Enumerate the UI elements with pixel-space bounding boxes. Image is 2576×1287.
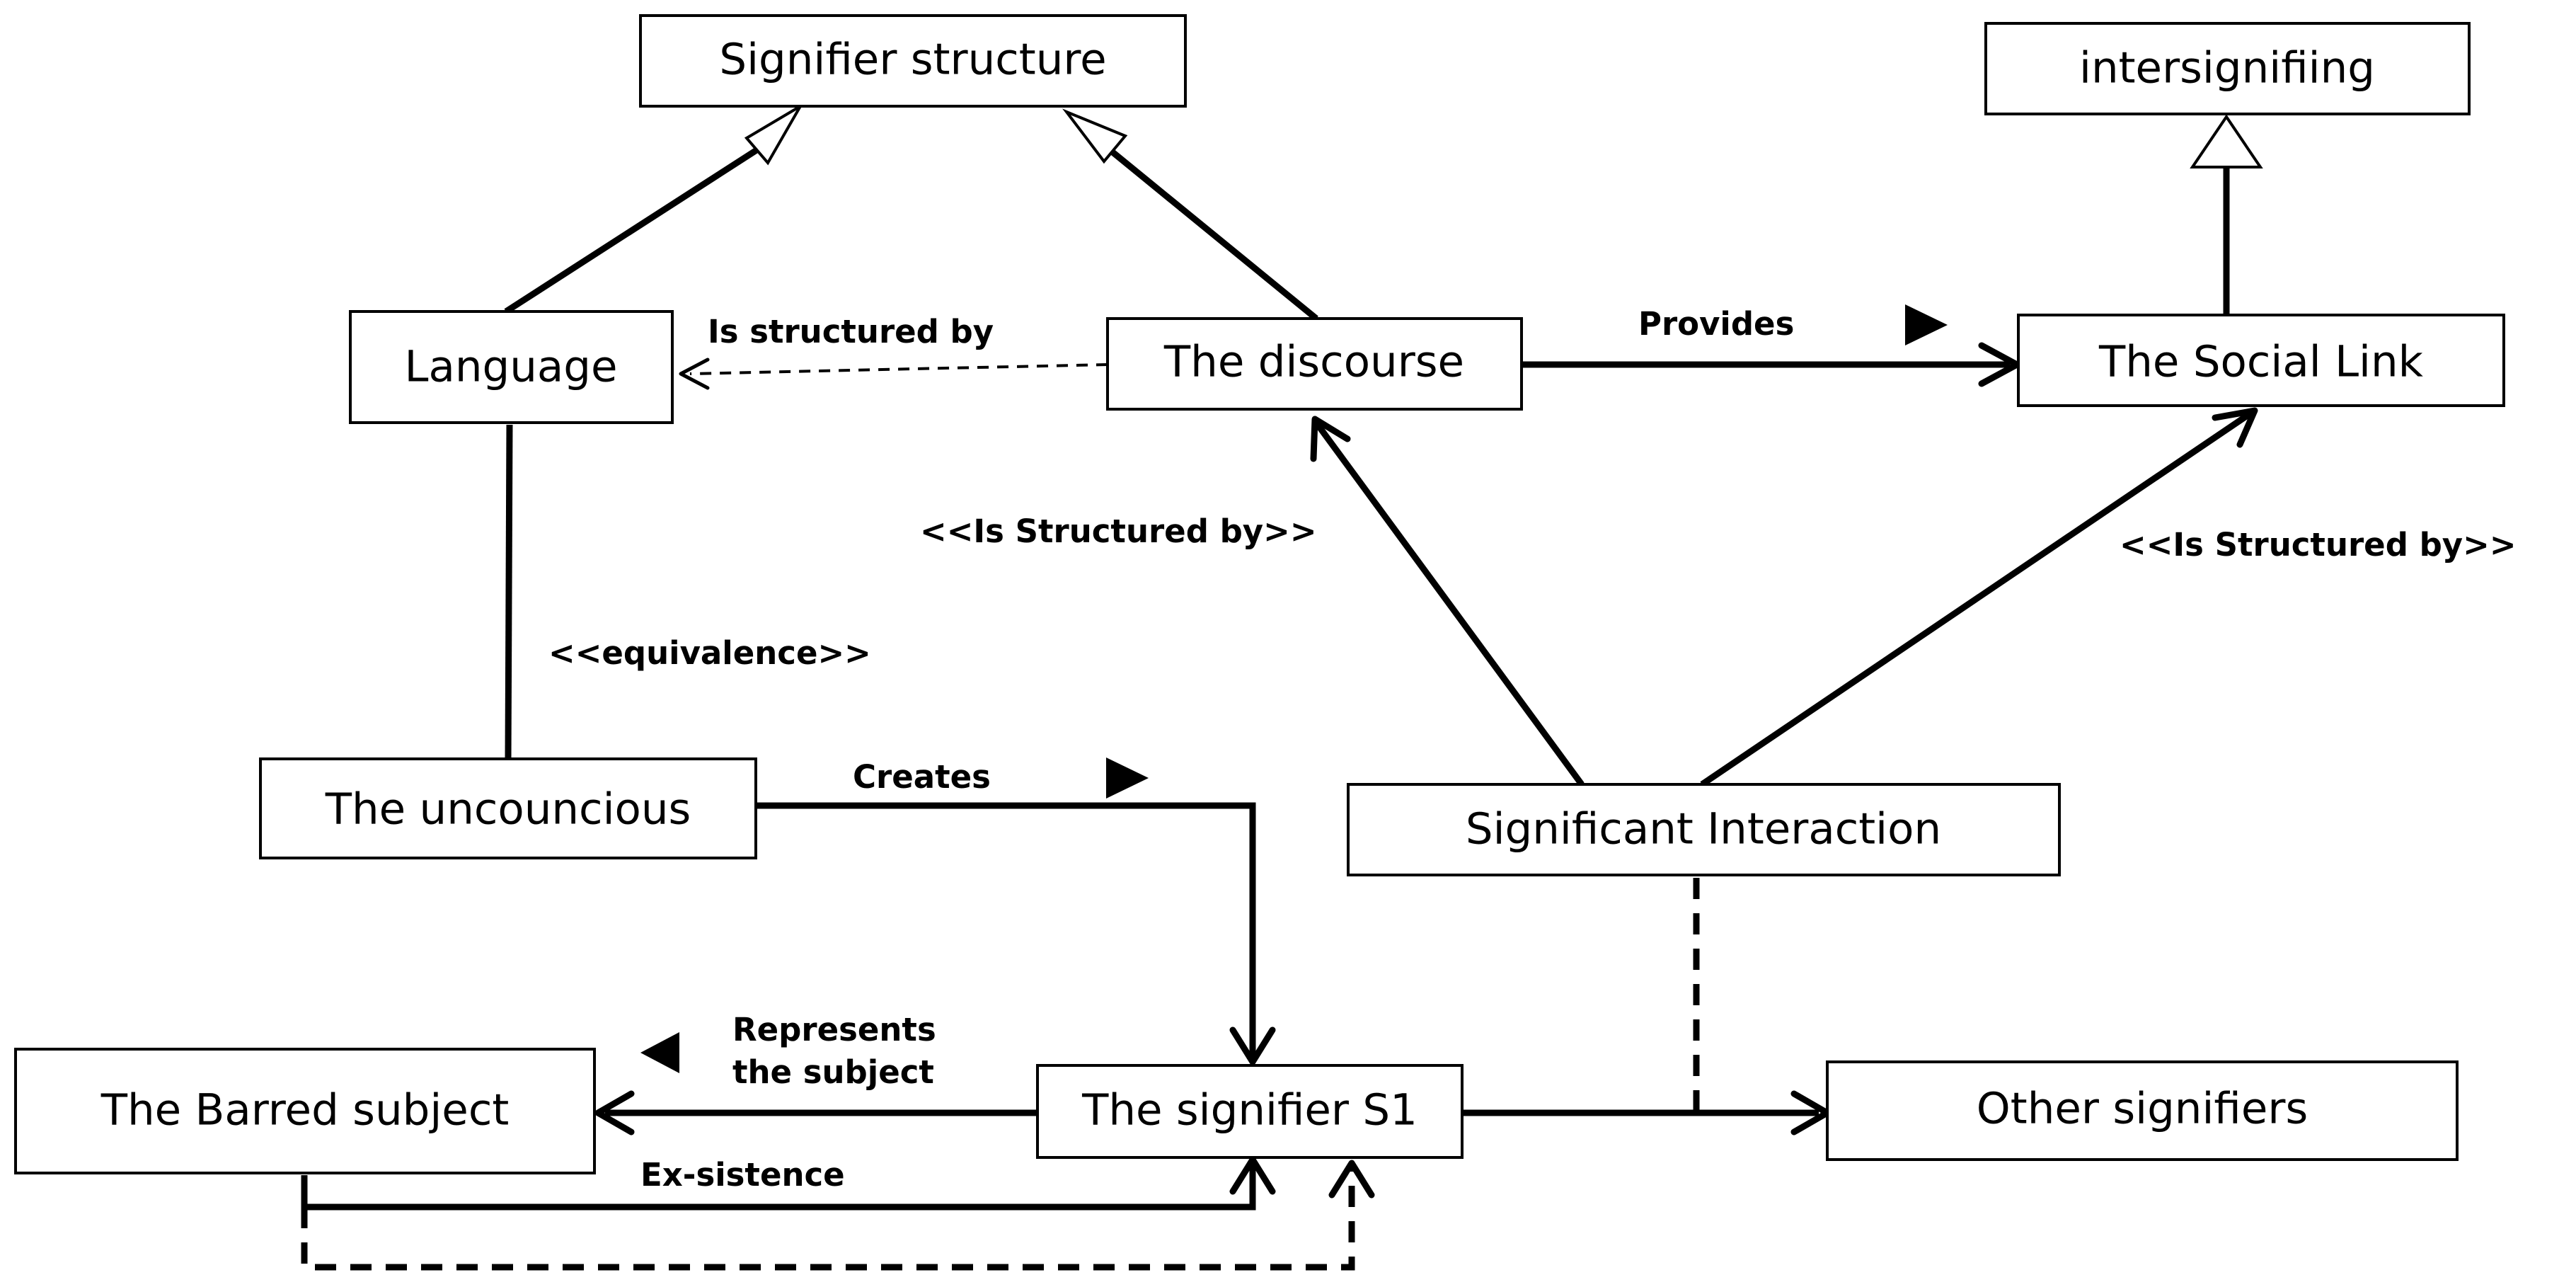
edge-interaction-to-social-link [1700,409,2255,787]
open-arrowhead [2212,407,2258,448]
label-equivalence: <<equivalence>> [548,634,871,672]
direction-triangle-represents [640,1032,679,1073]
edge-discourse-to-signifier-structure [1102,142,1318,321]
node-other-signifiers: Other signifiers [1826,1060,2459,1161]
node-the-signifier-s1: The signifier S1 [1036,1064,1464,1159]
node-label: intersignifiing [2079,43,2375,93]
node-label: Significant Interaction [1466,804,1941,854]
open-arrowhead [1310,416,1351,462]
node-label: Signifier structure [719,35,1106,85]
node-the-social-link: The Social Link [2017,314,2505,407]
node-label: The discourse [1163,337,1464,387]
edge-barred-subject-to-s1 [301,1165,1256,1211]
label-provides: Provides [1638,305,1794,343]
node-intersignifiing: intersignifiing [1984,22,2471,115]
node-signifier-structure: Signifier structure [639,14,1187,108]
label-is-structured-by-left: <<Is Structured by>> [920,513,1317,550]
generalization-arrowhead [2190,114,2263,168]
open-arrowhead [594,1090,635,1136]
generalization-arrowhead [1062,108,1128,164]
edge-discourse-to-language [689,363,1108,375]
edge-interaction-to-discourse [1315,423,1585,786]
edge-barred-subject-to-s1-dashed [301,1168,1355,1271]
edge-uncouncious-to-s1 [756,802,1256,1058]
open-arrowhead [1229,1156,1276,1195]
label-is-structured-by-right: <<Is Structured by>> [2120,526,2517,564]
open-arrowhead [679,358,710,390]
node-significant-interaction: Significant Interaction [1347,783,2061,876]
label-ex-sistence: Ex-sistence [640,1156,845,1194]
node-label: Other signifiers [1977,1084,2308,1134]
label-is-structured-by: Is structured by [708,313,994,350]
node-the-discourse: The discourse [1106,317,1523,411]
edge-language-uncouncious [505,424,513,760]
open-arrowhead [1229,1026,1276,1065]
label-creates: Creates [853,758,991,796]
open-arrowhead [1328,1160,1375,1199]
node-the-uncouncious: The uncouncious [259,757,757,859]
node-label: The Social Link [2098,337,2424,387]
direction-triangle-creates [1106,757,1149,799]
edge-language-to-signifier-structure [504,142,766,314]
generalization-arrowhead [744,102,805,166]
node-label: The uncouncious [325,784,691,835]
label-represents-line1: Represents [732,1011,936,1048]
direction-triangle-provides [1905,304,1948,345]
node-language: Language [349,310,674,424]
node-label: The signifier S1 [1081,1085,1418,1136]
node-label: The Barred subject [100,1085,510,1136]
label-represents-line2: the subject [732,1053,934,1091]
node-the-barred-subject: The Barred subject [14,1048,596,1174]
node-label: Language [404,342,617,392]
